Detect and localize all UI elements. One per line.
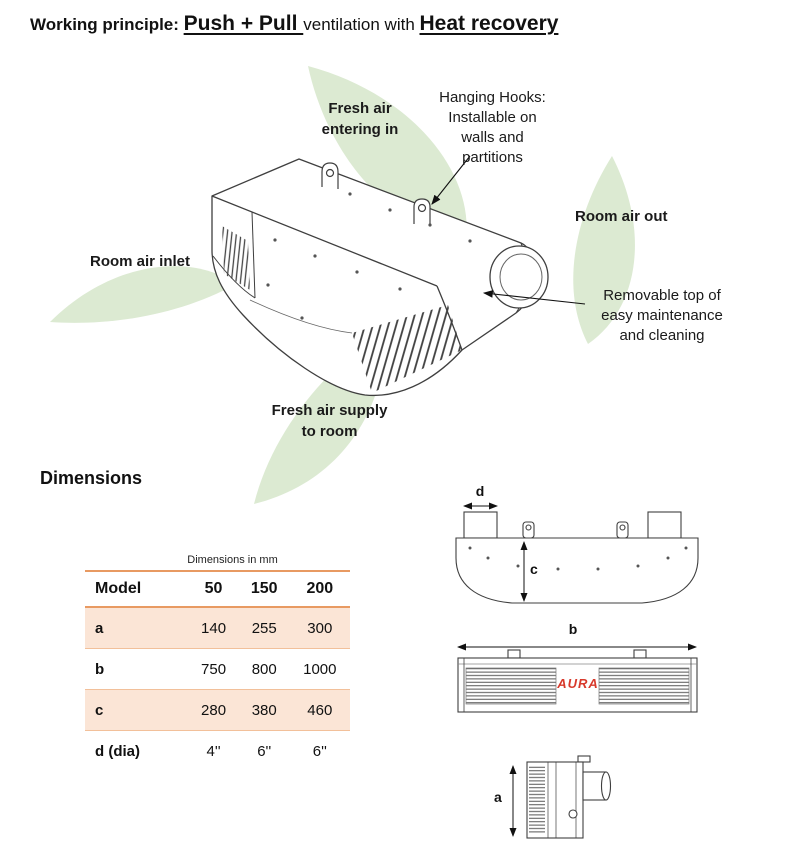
callout-fresh-air-in: Fresh air entering in [321,100,399,138]
dimensions-heading: Dimensions [40,468,143,488]
unit-left-cap-edge [251,211,256,299]
front-view-diagram [455,511,699,604]
title-middle: ventilation with [303,15,420,34]
callout-hanging-hooks: Hanging Hooks: Installable on walls and … [439,89,546,166]
end-notch [577,755,591,763]
side-tab [633,649,647,659]
front-view-body [455,537,699,604]
duct-opening [499,253,543,301]
cell: 6'' [312,742,327,760]
front-view-screws [468,546,688,571]
end-duct-cap [600,771,612,801]
unit-front-lower-edge [249,299,353,334]
table-row-b: b 750 800 1000 [85,648,350,690]
header-50: 50 [188,571,239,608]
cell: 380 [238,689,290,731]
callout-removable-top: Removable top of easy maintenance and cl… [601,287,723,344]
dimensions-table: Dimensions in mm Model 50 150 200 a 140 … [85,554,350,771]
hook-hole [417,203,427,213]
front-grille [352,305,462,393]
duct-right [647,511,682,539]
table-caption: Dimensions in mm [187,554,278,566]
side-end-lines [463,658,692,712]
dim-label-b: b [568,621,578,637]
cell: 750 [188,648,239,690]
row-label: d (dia) [95,742,140,760]
hook-hole [525,524,532,531]
table-header-row: Model 50 150 200 [85,571,350,608]
dimension-diagrams [455,502,699,839]
callout-fresh-air-supply: Fresh air supply to room [271,402,388,440]
cell: 280 [188,689,239,731]
header-200: 200 [289,571,350,608]
cell: 4'' [206,742,221,760]
cell: 300 [289,607,350,649]
table-row-c: c 280 380 460 [85,689,350,731]
dim-label-c: c [530,561,538,577]
cell: 6'' [257,742,272,760]
cell: 255 [238,607,290,649]
callout-arrows [431,155,586,305]
duct-left [463,511,498,539]
side-tab [507,649,521,659]
cell: 140 [188,607,239,649]
row-label: a [85,607,189,649]
aura-brand-logo: AURA [557,676,599,691]
end-view-diagram [526,755,612,839]
cell: 1000 [289,648,350,690]
end-grille [529,766,545,834]
leaf-shape-right [573,156,635,344]
unit-left-cap-bottom [212,255,256,299]
header-150: 150 [238,571,290,608]
hook-hole [619,524,626,531]
unit-top-near-edge [211,195,438,287]
side-grille-right [598,667,690,705]
cell: 800 [238,648,290,690]
end-panel-lines [547,762,577,838]
hook-icon [413,198,431,226]
dim-label-d: d [475,483,485,499]
table-row-a: a 140 255 300 [85,607,350,649]
dimension-arrows-front [463,502,528,602]
hanging-hooks-icons [321,162,431,226]
side-view-diagram [457,649,698,713]
hook-hole [325,168,335,178]
title-push-pull: Push + Pull [183,12,304,35]
title-heat-recovery: Heat recovery [419,12,559,35]
title-prefix: Working principle: [30,15,184,34]
page-title: Working principle: Push + Pull ventilati… [30,12,770,36]
callout-room-air-out: Room air out [575,208,668,225]
room-air-inlet-grille [222,226,250,290]
duct-flange [489,245,549,309]
header-model: Model [85,571,189,608]
cell: 460 [289,689,350,731]
duct-outlet [489,245,549,309]
leaf-shape-top [308,66,467,240]
end-knob [568,809,578,819]
screw-dots [266,192,472,320]
table-row-d: d (dia) 4'' 6'' 6'' [85,731,350,772]
removable-top-callout-arrow [482,290,586,305]
dim-label-a: a [494,789,502,805]
row-label: b [85,648,189,690]
row-label: c [85,689,189,731]
working-principle-illustration [50,66,635,504]
leaf-shape-left [50,266,236,323]
hooks-callout-arrow [431,155,471,205]
callout-room-air-inlet: Room air inlet [90,253,191,270]
side-grille-left [465,667,557,705]
